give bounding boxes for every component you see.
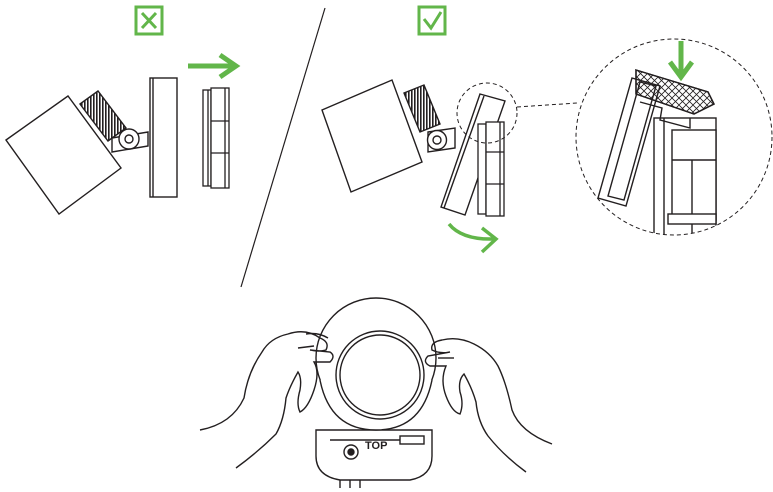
correct-install-panel: [322, 7, 772, 252]
hands-adjusting-camera: TOP: [200, 298, 552, 488]
curved-arrow-icon: [449, 224, 496, 252]
camera-lens-front: [336, 331, 424, 419]
incorrect-install-panel: [6, 7, 236, 214]
x-mark-icon: [136, 7, 162, 34]
check-mark-icon: [419, 7, 445, 34]
arrow-down-icon: [670, 41, 692, 77]
panel-divider: [241, 8, 325, 287]
mounting-plate: [150, 78, 177, 197]
camera-body: [322, 80, 455, 192]
left-hand: [200, 332, 333, 468]
arrow-right-icon: [188, 55, 236, 77]
wall-bracket: [203, 88, 229, 188]
mount-top-label: TOP: [365, 440, 387, 452]
camera-body: [6, 91, 148, 214]
wall-bracket: [478, 122, 504, 216]
detail-connector: [517, 103, 577, 107]
